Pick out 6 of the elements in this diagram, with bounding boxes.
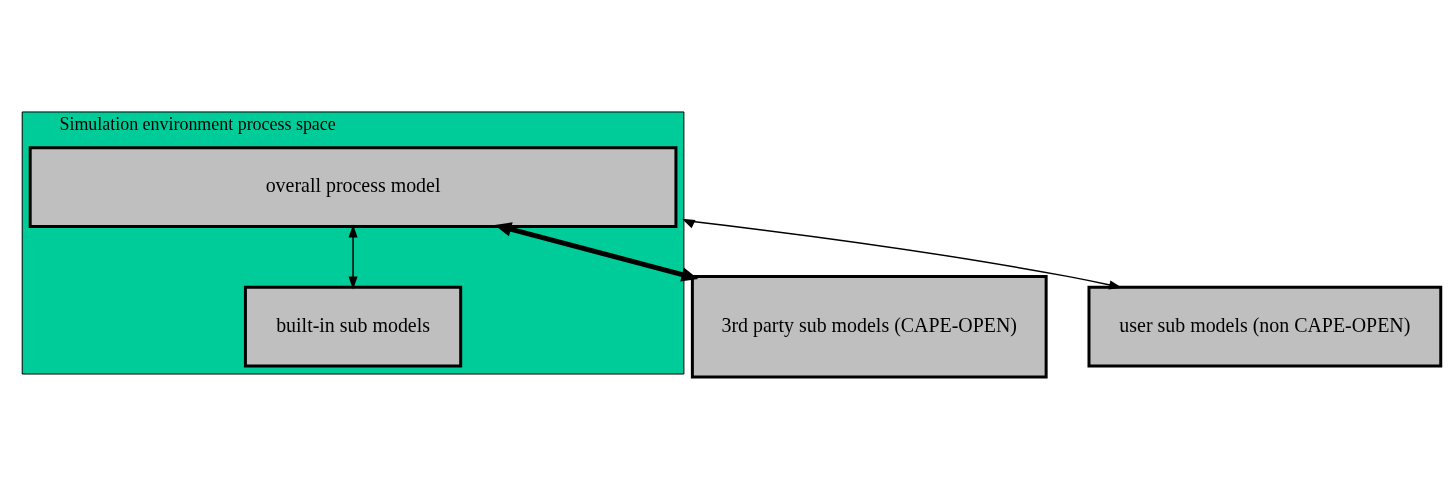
node-box: built-in sub models (243, 285, 463, 368)
node-box: user sub models (non CAPE-OPEN) (1087, 285, 1443, 368)
arrow (348, 224, 358, 290)
node-box: 3rd party sub models (CAPE-OPEN) (690, 274, 1048, 379)
arrow (494, 222, 699, 282)
node-box: overall process model (28, 146, 678, 229)
